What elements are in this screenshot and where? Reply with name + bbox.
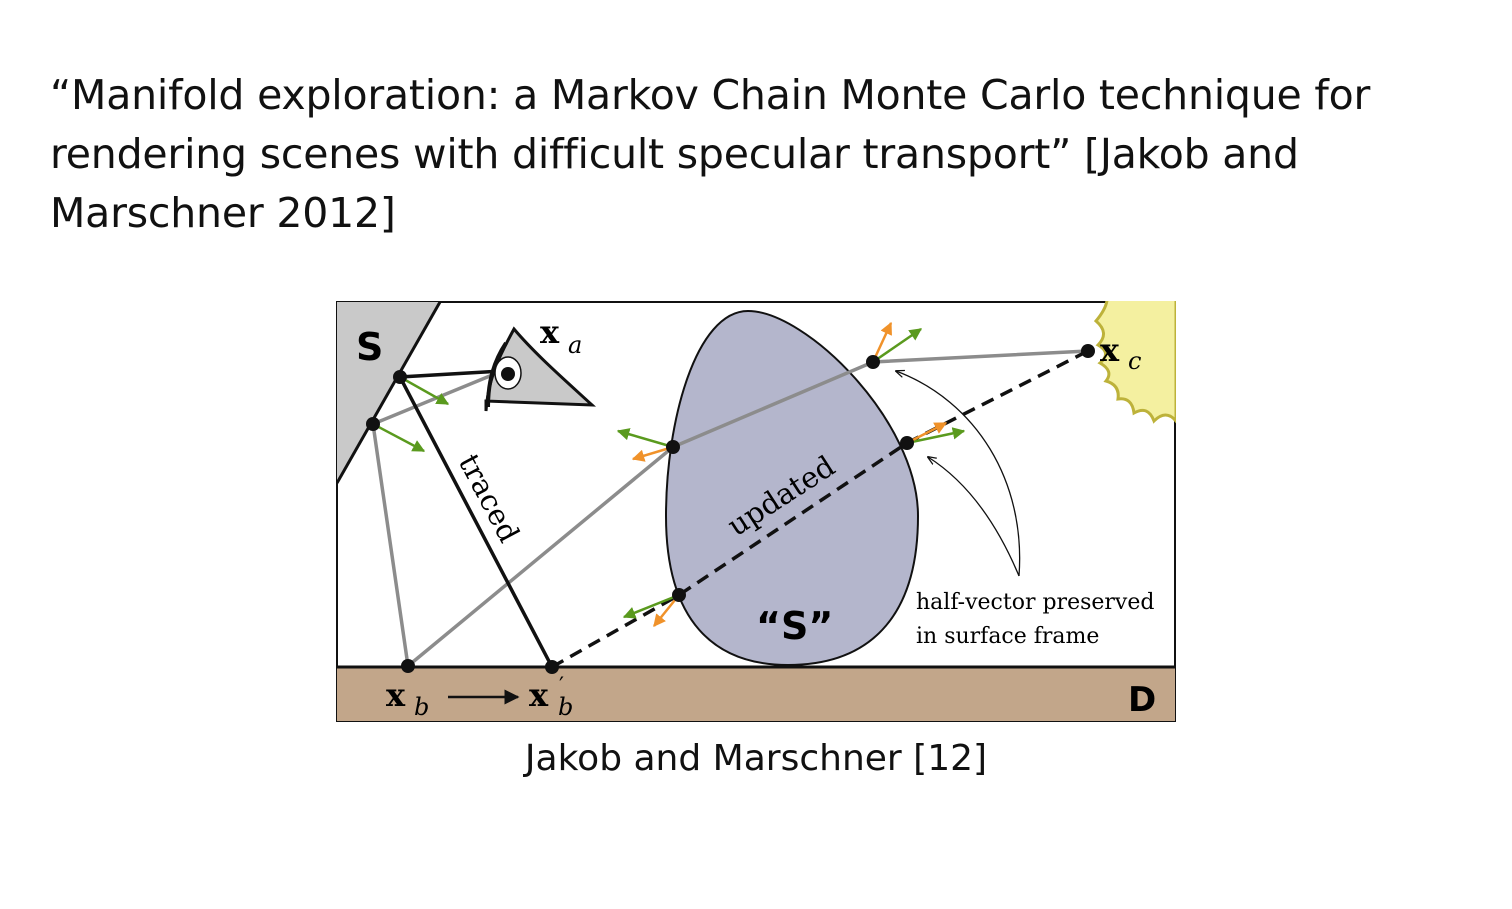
svg-text:b: b [414, 693, 429, 721]
manifold-exploration-figure: S “S” D x a x c x b x b ′ traced updated… [336, 301, 1176, 722]
svg-text:c: c [1128, 347, 1141, 375]
figure-svg: S “S” D x a x c x b x b ′ traced updated… [336, 301, 1176, 722]
svg-text:x: x [529, 676, 549, 714]
specular-surface-edge [336, 301, 442, 484]
path-vertices [366, 344, 1095, 674]
diffuse-surface-d [337, 667, 1175, 721]
label-note-line1: half-vector preserved [916, 590, 1154, 615]
label-surface-s: S [356, 325, 383, 369]
label-surface-s-quoted: “S” [756, 604, 833, 648]
label-x-a: x a [540, 313, 582, 359]
slide-title: “Manifold exploration: a Markov Chain Mo… [50, 71, 1371, 237]
sun-light-source [1093, 301, 1176, 424]
svg-text:′: ′ [559, 674, 564, 699]
svg-text:x: x [386, 676, 406, 714]
label-diffuse-d: D [1128, 680, 1156, 720]
label-x-b-prime: x b ′ [529, 674, 573, 721]
annotation-arrows [896, 371, 1021, 577]
refractive-object [664, 309, 920, 667]
original-light-path [371, 349, 1089, 670]
svg-text:b: b [558, 693, 573, 721]
svg-text:x: x [1100, 331, 1120, 369]
figure-caption: Jakob and Marschner [12] [524, 738, 988, 779]
updated-path [551, 349, 1089, 669]
svg-text:x: x [540, 313, 560, 351]
svg-text:a: a [568, 331, 582, 359]
label-x-b: x b [386, 676, 429, 721]
eye-camera [484, 326, 597, 412]
label-x-c: x c [1100, 331, 1141, 375]
label-note-line2: in surface frame [916, 624, 1099, 649]
